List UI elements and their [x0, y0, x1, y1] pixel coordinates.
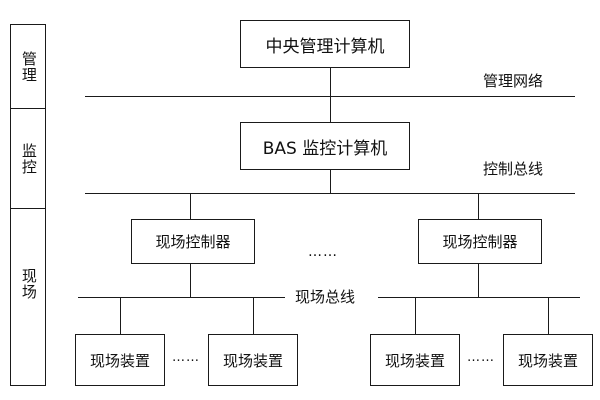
- node-field-device-2-label: 现场装置: [222, 351, 283, 370]
- connector-control-bus-to-controller-right: [478, 193, 479, 219]
- layer-cell-monitoring: 监控: [11, 109, 45, 209]
- layer-label-monitoring: 监控: [19, 142, 38, 175]
- bus-line-control-bus: [85, 193, 575, 194]
- connector-management-network-to-bas: [330, 96, 331, 122]
- bus-label-control-bus: 控制总线: [483, 160, 544, 178]
- node-bas-monitoring-computer-label: BAS 监控计算机: [262, 138, 388, 159]
- connector-controller-left-to-field-bus: [190, 264, 191, 297]
- node-central-management-computer: 中央管理计算机: [240, 20, 410, 68]
- node-field-device-3: 现场装置: [370, 334, 460, 386]
- connector-central-to-management-network: [330, 68, 331, 96]
- bus-label-management-network: 管理网络: [483, 72, 544, 90]
- layer-column: 管理 监控 现场: [10, 24, 46, 386]
- bus-line-field-bus-right: [378, 297, 580, 298]
- layer-cell-field: 现场: [11, 209, 45, 385]
- connector-field-bus-to-device-3: [415, 297, 416, 334]
- node-bas-monitoring-computer: BAS 监控计算机: [240, 122, 410, 170]
- node-field-controller-left: 现场控制器: [131, 219, 255, 264]
- connector-controller-right-to-field-bus: [478, 264, 479, 297]
- connector-bas-to-control-bus: [330, 170, 331, 193]
- layer-cell-management: 管理: [11, 25, 45, 109]
- connector-field-bus-to-device-4: [548, 297, 549, 334]
- connector-field-bus-to-device-2: [253, 297, 254, 334]
- ellipsis-between-controllers: ……: [308, 244, 338, 260]
- node-field-controller-right: 现场控制器: [418, 219, 542, 264]
- node-field-controller-right-label: 现场控制器: [442, 233, 518, 251]
- connector-field-bus-to-device-1: [120, 297, 121, 334]
- node-field-device-2: 现场装置: [208, 334, 298, 386]
- node-field-device-4-label: 现场装置: [517, 351, 578, 370]
- layer-label-field: 现场: [19, 268, 38, 300]
- node-field-device-3-label: 现场装置: [384, 351, 445, 370]
- node-central-management-computer-label: 中央管理计算机: [265, 36, 385, 57]
- ellipsis-between-devices-left: ……: [172, 350, 200, 365]
- node-field-device-1-label: 现场装置: [89, 351, 150, 370]
- node-field-controller-left-label: 现场控制器: [155, 233, 231, 251]
- node-field-device-1: 现场装置: [75, 334, 165, 386]
- ellipsis-between-devices-right: ……: [467, 350, 495, 365]
- node-field-device-4: 现场装置: [503, 334, 593, 386]
- layer-label-management: 管理: [19, 50, 38, 83]
- connector-control-bus-to-controller-left: [190, 193, 191, 219]
- bus-line-field-bus-left: [78, 297, 285, 298]
- bus-label-field-bus: 现场总线: [295, 288, 356, 306]
